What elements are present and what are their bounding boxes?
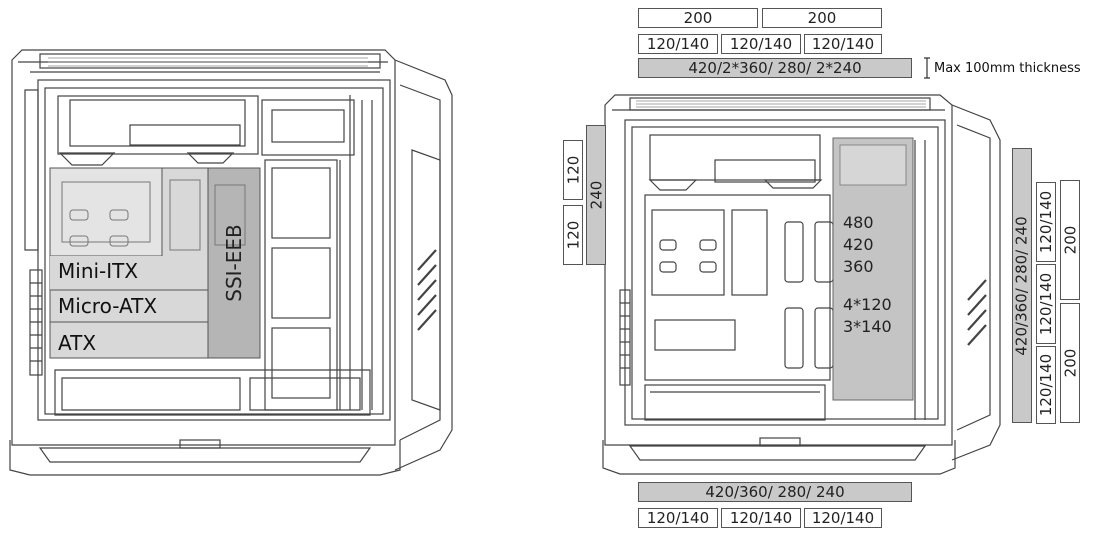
side-rad-size: 480 [843, 213, 874, 232]
bottom-radiator-sizes: 420/360/ 280/ 240 [638, 482, 912, 502]
side-rad-size: 420 [843, 235, 874, 254]
side-rad-size: 360 [843, 257, 874, 276]
bottom-fan-120-140-b: 120/140 [721, 508, 801, 528]
front-radiator-sizes-text: 420/360/ 280/ 240 [1013, 215, 1031, 356]
top-fan-200-b: 200 [762, 8, 882, 28]
rear-fan-120-b: 120 [563, 205, 583, 265]
front-fan-120-140-a-text: 120/140 [1037, 190, 1056, 254]
rear-radiator-240-text: 240 [587, 180, 606, 210]
front-fan-120-140-a: 120/140 [1036, 182, 1056, 262]
rear-fan-120-b-text: 120 [564, 220, 583, 250]
front-fan-200-b-text: 200 [1061, 348, 1080, 378]
zone-atx-label: ATX [58, 331, 97, 355]
front-fan-120-140-c: 120/140 [1036, 346, 1056, 424]
bottom-fan-120-140-c: 120/140 [804, 508, 882, 528]
zone-micro-atx-label: Micro-ATX [58, 294, 158, 318]
side-fan-sizes: 4*120 3*140 [843, 294, 892, 338]
rear-radiator-240: 240 [586, 125, 606, 265]
front-fan-200-a-text: 200 [1061, 225, 1080, 255]
front-radiator-sizes: 420/360/ 280/ 240 [1012, 148, 1032, 423]
front-fan-200-a: 200 [1060, 180, 1080, 300]
rear-fan-120-a-text: 120 [564, 155, 583, 185]
front-fan-120-140-b-text: 120/140 [1037, 272, 1056, 336]
side-fan-size: 4*120 [843, 295, 892, 314]
rear-fan-120-a: 120 [563, 140, 583, 200]
front-fan-120-140-b: 120/140 [1036, 264, 1056, 344]
side-rad-sizes: 480 420 360 [843, 212, 874, 278]
top-radiator-sizes: 420/2*360/ 280/ 2*240 [638, 58, 912, 78]
bottom-fan-120-140-a: 120/140 [638, 508, 718, 528]
front-fan-120-140-c-text: 120/140 [1037, 353, 1056, 417]
top-fan-200-a: 200 [638, 8, 758, 28]
front-fan-200-b: 200 [1060, 303, 1080, 423]
top-fan-120-140-c: 120/140 [804, 34, 882, 54]
side-fan-size: 3*140 [843, 317, 892, 336]
zone-mini-itx-label: Mini-ITX [58, 259, 139, 283]
thickness-note: Max 100mm thickness [934, 61, 1081, 76]
top-fan-120-140-b: 120/140 [721, 34, 801, 54]
top-fan-120-140-a: 120/140 [638, 34, 718, 54]
